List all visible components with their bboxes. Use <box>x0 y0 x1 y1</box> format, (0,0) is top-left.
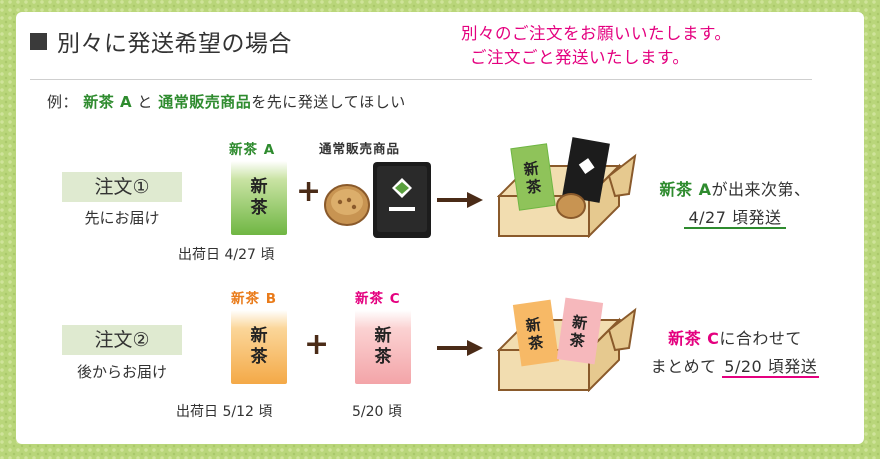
order1-result-item: 新茶 A <box>659 180 712 199</box>
order1-result-text: が出来次第、 <box>711 180 811 199</box>
order1-tag: 注文① <box>62 172 182 202</box>
plus-icon: + <box>304 327 330 362</box>
arrow-right-icon <box>437 340 483 356</box>
order1-product-label: 通常販売商品 <box>319 141 401 156</box>
order1-result: 新茶 Aが出来次第、 4/27 頃発送 <box>630 176 840 229</box>
plus-icon: + <box>296 174 322 209</box>
order1-result-date: 4/27 頃発送 <box>684 208 786 229</box>
example-prefix: 例： <box>47 93 79 111</box>
example-item-b: 通常販売商品 <box>158 93 252 111</box>
pkg-text: 茶 <box>374 347 392 367</box>
notice-line-1: 別々のご注文をお願いいたします。 <box>461 24 732 43</box>
section-title: 別々に発送希望の場合 <box>30 24 292 58</box>
svg-text:新: 新 <box>523 159 540 179</box>
example-suffix: を先に発送してほしい <box>251 93 406 111</box>
order1-ship-date: 出荷日 4/27 頃 <box>178 247 275 263</box>
order2-result-text: に合わせて <box>719 329 802 348</box>
content-panel <box>16 12 864 444</box>
order2-result-prefix: まとめて <box>650 357 717 376</box>
arrow-right-icon <box>437 192 483 208</box>
wagashi-icon <box>324 184 370 226</box>
order2-result: 新茶 Cに合わせて まとめて 5/20 頃発送 <box>630 325 840 378</box>
pkg-text: 新 <box>250 326 268 346</box>
order2-ship-date-c: 5/20 頃 <box>352 404 402 420</box>
notice-text: 別々のご注文をお願いいたします。 ご注文ごと発送いたします。 <box>461 22 731 70</box>
order2-pkg-b-label: 新茶 B <box>231 291 277 307</box>
cardboard-box-icon: 新 茶 新 茶 <box>497 297 637 392</box>
square-bullet-icon <box>30 32 47 50</box>
page-title: 別々に発送希望の場合 <box>57 31 292 57</box>
svg-text:新: 新 <box>571 313 588 333</box>
order2-sub: 後からお届け <box>76 363 167 381</box>
pkg-text: 新 <box>250 177 268 197</box>
tea-package-icon: 新 茶 <box>231 161 287 235</box>
svg-text:茶: 茶 <box>525 177 543 197</box>
example-item-a: 新茶 A <box>83 93 133 111</box>
svg-text:茶: 茶 <box>568 331 586 351</box>
tea-package-icon <box>373 162 431 238</box>
svg-text:茶: 茶 <box>527 333 545 353</box>
example-mid: と <box>137 93 153 111</box>
pkg-text: 茶 <box>250 347 268 367</box>
cardboard-box-icon: 新 茶 <box>497 137 637 238</box>
order2-ship-date-b: 出荷日 5/12 頃 <box>176 404 273 420</box>
tea-package-icon: 新 茶 <box>231 310 287 384</box>
order2-tag: 注文② <box>62 325 182 355</box>
order2-result-date: 5/20 頃発送 <box>722 357 820 378</box>
svg-text:新: 新 <box>525 315 542 335</box>
divider <box>30 79 812 80</box>
order2-pkg-c-label: 新茶 C <box>355 291 401 307</box>
order1-sub: 先にお届け <box>84 209 160 227</box>
pkg-text: 茶 <box>250 198 268 218</box>
tea-package-icon: 新 茶 <box>355 310 411 384</box>
example-text: 例： 新茶 A と 通常販売商品を先に発送してほしい <box>47 91 406 112</box>
pkg-text: 新 <box>374 326 392 346</box>
notice-line-2: ご注文ごと発送いたします。 <box>470 48 690 67</box>
order1-pkg-a-label: 新茶 A <box>229 142 276 158</box>
order2-result-item: 新茶 C <box>668 329 720 348</box>
